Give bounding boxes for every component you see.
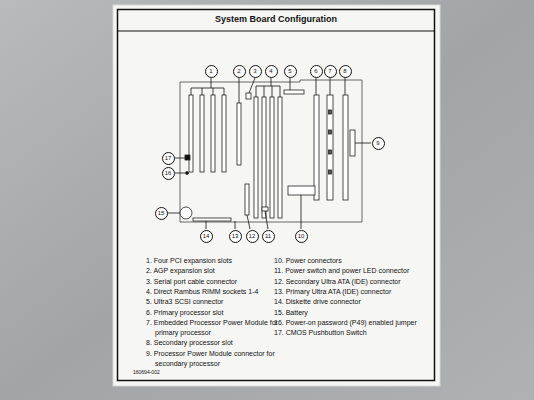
legend-note: 8. Secondary processor slot <box>146 338 279 348</box>
leader-lines <box>168 78 371 229</box>
legend-note: 11. Power switch and power LED connector <box>274 266 435 276</box>
legend-note: 7. Embedded Processor Power Module for p… <box>146 318 279 339</box>
callout-number: 9 <box>372 137 385 150</box>
callout-number: 16 <box>162 167 175 180</box>
callout-number: 8 <box>339 65 352 78</box>
legend-note: 14. Diskette drive connector <box>274 297 435 307</box>
callout-number: 13 <box>229 230 242 243</box>
legend-note: 12. Secondary Ultra ATA (IDE) connector <box>274 277 435 287</box>
callout-number: 2 <box>233 65 246 78</box>
legend-note: 2. AGP expansion slot <box>146 266 279 276</box>
legend-note: 13. Primary Ultra ATA (IDE) connector <box>274 287 435 297</box>
callout-number: 5 <box>284 65 297 78</box>
legend-note: 6. Primary processor slot <box>146 308 279 318</box>
legend-note: 15. Battery <box>274 308 435 318</box>
label-sticker <box>113 5 440 386</box>
callout-number: 17 <box>162 152 175 165</box>
legend-note: 17. CMOS Pushbutton Switch <box>274 328 435 338</box>
callout-number: 3 <box>249 65 262 78</box>
legend-note: 9. Processor Power Module connector for … <box>146 349 279 370</box>
label-title: System Board Configuration <box>215 14 337 24</box>
legend-note: 16. Power-on password (P49) enabled jump… <box>274 318 435 328</box>
callout-number: 11 <box>262 230 275 243</box>
callout-number: 12 <box>246 230 259 243</box>
title-rule <box>118 30 435 31</box>
callout-number: 10 <box>295 230 308 243</box>
legend-note: 3. Serial port cable connector <box>146 277 279 287</box>
label-border <box>118 10 435 381</box>
legend-note: 10. Power connectors <box>274 256 435 266</box>
callout-number: 1 <box>205 65 218 78</box>
callout-number: 14 <box>200 230 213 243</box>
board-drawing <box>180 80 362 222</box>
callout-number: 7 <box>324 65 337 78</box>
legend-note: 1. Four PCI expansion slots <box>146 256 279 266</box>
legend-note: 4. Direct Rambus RIMM sockets 1-4 <box>146 287 279 297</box>
callout-number: 15 <box>155 207 168 220</box>
callout-number: 6 <box>310 65 323 78</box>
callout-number: 4 <box>265 65 278 78</box>
legend-note: 5. Ultra3 SCSI connector <box>146 297 279 307</box>
part-number: 160694-002 <box>133 369 160 375</box>
